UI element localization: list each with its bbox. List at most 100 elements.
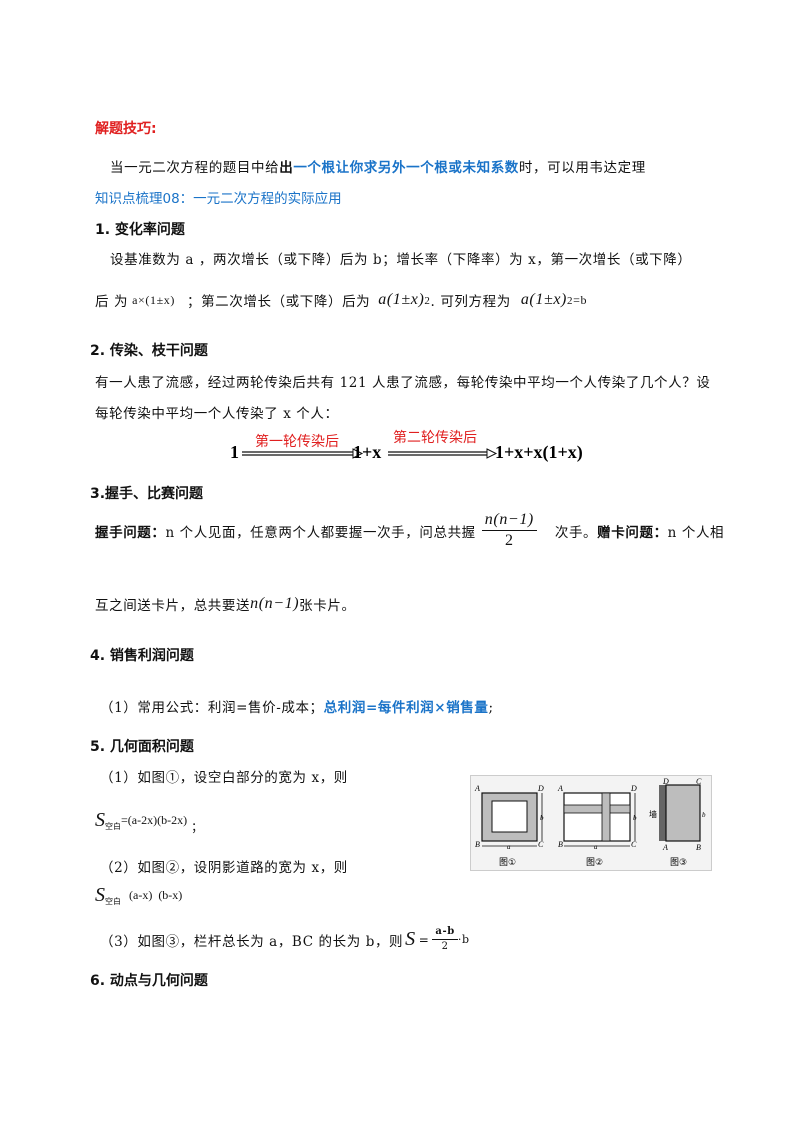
s5-formula3-eq: =	[418, 932, 430, 947]
handshake-after: 次手。	[554, 524, 598, 541]
s3-line2-post: 张卡片。	[299, 598, 356, 614]
s5-formula2-rhs: (a-x) (b-x)	[129, 888, 183, 902]
arrow-1-label: 第一轮传染后	[255, 433, 339, 450]
fig3-label-b: b	[702, 811, 706, 819]
fig1-label-A: A	[474, 784, 480, 793]
tips-line-post: 时，可以用韦达定理	[518, 160, 646, 176]
s5-formula1-tail: ；	[191, 820, 204, 834]
s1-math2-exp: 2	[424, 295, 431, 307]
fig3-label-A: A	[662, 843, 668, 852]
arrow-2-label: 第二轮传染后	[393, 429, 477, 446]
fig1-inner-rect	[491, 800, 528, 833]
s1-math3: a(1±x)2=b	[521, 291, 587, 309]
fig2-label-B: B	[558, 840, 563, 849]
s5-item1: （1）如图①，设空白部分的宽为 x，则	[100, 770, 348, 786]
s2-line1: 有一人患了流感，经过两轮传染后共有 121 人患了流感，每轮传染中平均一个人传染…	[95, 375, 711, 391]
s5-formula1-sub: 空白	[105, 822, 121, 831]
fig1-label-B: B	[475, 840, 480, 849]
arrow-1-head-icon	[352, 448, 364, 459]
s4-line-blue: 总利润=每件利润×销售量	[323, 700, 489, 716]
s5-formula2-S: S	[95, 884, 105, 906]
s1-line2-mid2: . 可列方程为	[430, 294, 511, 310]
fig2-horizontal-road	[563, 804, 631, 814]
s5-item3: （3）如图③，栏杆总长为 a，BC 的长为 b，则 S = a-b 2 ·b	[100, 927, 470, 952]
s1-line2-mid: ；第二次增长（或下降）后为	[186, 294, 371, 310]
s1-heading: 1. 变化率问题	[95, 222, 185, 238]
s2-heading: 2. 传染、枝干问题	[90, 343, 208, 359]
fig2-label-a: a	[594, 843, 598, 851]
s5-formula3-tail: ·b	[457, 933, 470, 946]
section-08-title: 知识点梳理08：一元二次方程的实际应用	[95, 191, 342, 207]
flow-mid: 1+x	[353, 442, 381, 462]
s1-math3-tail: =b	[573, 293, 588, 307]
fig3-caption: 图③	[670, 857, 687, 868]
tips-line-blue: 一个根让你求另外一个根或未知系数	[293, 160, 519, 176]
s3-line2-math: n(n−1)	[250, 595, 300, 612]
figure-1: A D B C a b 图①	[474, 784, 544, 868]
fig1-label-C: C	[538, 840, 544, 849]
card-label: 赠卡问题：	[597, 524, 668, 541]
s4-line-pre: （1）常用公式：利润=售价-成本；	[100, 700, 324, 716]
s5-formula3-num: a-b	[432, 927, 458, 940]
fig3-label-D: D	[662, 777, 669, 786]
s5-formula1-rhs: =(a-2x)(b-2x)	[121, 813, 188, 827]
fig3-rect	[665, 784, 701, 842]
fig2-label-A: A	[557, 784, 563, 793]
s5-item3-text: （3）如图③，栏杆总长为 a，BC 的长为 b，则	[100, 933, 404, 950]
fig3-label-wall: 墙	[649, 809, 657, 819]
s2-line2: 每轮传染中平均一个人传染了 x 个人：	[95, 406, 339, 422]
s1-math2: a(1±x)2	[378, 291, 430, 309]
fig2-label-b: b	[633, 814, 637, 822]
tips-line-bold: 出	[279, 160, 294, 176]
s1-math1: a×(1±x)	[132, 292, 175, 307]
s1-math2-base: a(1±x)	[378, 291, 425, 308]
infection-flow-diagram: 1 第一轮传染后 1+x 第二轮传染后 1+x+x(1+x)	[230, 429, 583, 463]
figure-2: A D B C a b 图②	[557, 784, 637, 868]
handshake-fraction: n(n−1) 2	[481, 512, 537, 549]
s3-heading: 3.握手、比赛问题	[90, 486, 204, 502]
s5-formula1-S: S	[95, 809, 105, 831]
tips-line: 当一元二次方程的题目中给出一个根让你求另外一个根或未知系数时，可以用韦达定理	[110, 156, 646, 176]
fig3-label-B: B	[696, 843, 701, 852]
s1-math3-base: a(1±x)	[520, 291, 567, 308]
fig2-label-D: D	[630, 784, 637, 793]
handshake-fraction-num: n(n−1)	[481, 512, 537, 531]
s5-formula3-S: S	[405, 928, 416, 950]
fig3-wall	[659, 785, 666, 841]
tips-heading: 解题技巧:	[95, 121, 157, 137]
arrow-2-head-icon	[486, 448, 498, 459]
fig2-caption: 图②	[586, 857, 603, 868]
s4-line: （1）常用公式：利润=售价-成本；总利润=每件利润×销售量;	[100, 696, 494, 716]
flow-start: 1	[230, 442, 239, 462]
s5-heading: 5. 几何面积问题	[90, 739, 194, 755]
fig1-caption: 图①	[499, 857, 516, 868]
s5-formula2: S 空白 (a-x) (b-x)	[95, 884, 182, 907]
s4-line-post: ;	[488, 700, 494, 716]
fig1-label-b: b	[540, 814, 544, 822]
s5-formula3-frac: a-b 2	[432, 927, 458, 952]
s1-line2-pre: 后 为	[95, 294, 129, 310]
s4-heading: 4. 销售利润问题	[90, 648, 194, 664]
fig2-vertical-road	[601, 792, 611, 842]
card-text: n 个人相	[667, 524, 725, 541]
s5-formula2-sub: 空白	[105, 897, 121, 906]
fig3-label-C: C	[696, 777, 702, 786]
s5-item2: （2）如图②，设阴影道路的宽为 x，则	[100, 860, 348, 876]
fig2-label-C: C	[631, 840, 637, 849]
handshake-label: 握手问题：	[95, 524, 166, 541]
s6-heading: 6. 动点与几何问题	[90, 973, 208, 989]
tips-line-pre: 当一元二次方程的题目中给	[110, 160, 280, 176]
s1-line2: 后 为 a×(1±x) ；第二次增长（或下降）后为 a(1±x)2 . 可列方程…	[95, 290, 587, 310]
s1-line1: 设基准数为 a ，两次增长（或下降）后为 b；增长率（下降率）为 x，第一次增长…	[110, 252, 692, 268]
s3-line2-pre: 互之间送卡片，总共要送	[95, 598, 251, 614]
handshake-fraction-den: 2	[505, 532, 514, 549]
s5-formula3-den: 2	[441, 941, 449, 952]
fig2-outer-rect	[563, 792, 631, 842]
flow-end: 1+x+x(1+x)	[495, 442, 583, 463]
handshake-text: n 个人见面，任意两个人都要握一次手，问总共握	[165, 524, 476, 541]
s3-line1: 握手问题： n 个人见面，任意两个人都要握一次手，问总共握 n(n−1) 2 次…	[95, 512, 724, 549]
fig1-label-a: a	[507, 843, 511, 851]
s5-formula1: S 空白 =(a-2x)(b-2x) ；	[95, 806, 203, 835]
s3-line2: 互之间送卡片，总共要送 n(n−1) 张卡片。	[95, 594, 356, 614]
